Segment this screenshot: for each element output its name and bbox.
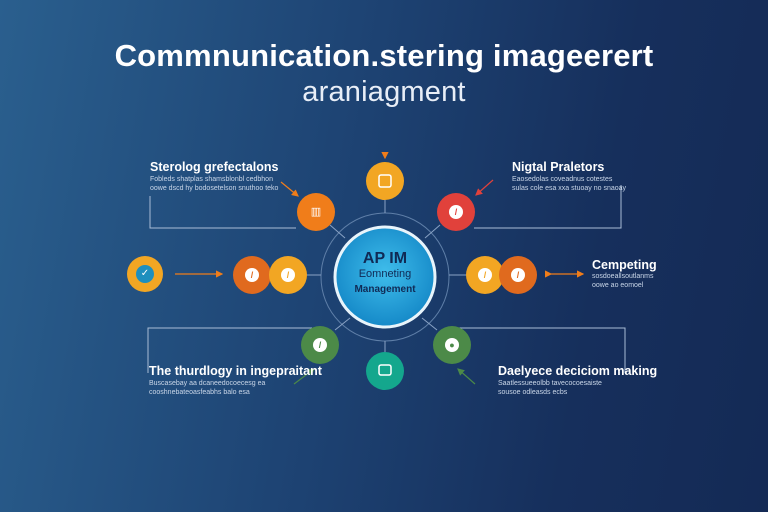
hub-subtitle: Eomneting bbox=[358, 268, 412, 280]
arrow-top-right bbox=[475, 179, 494, 196]
bulb-icon-right: / bbox=[483, 270, 487, 280]
chart-icon: ▥ bbox=[310, 206, 322, 218]
node-glyphs bbox=[245, 205, 525, 352]
label-mid-right-title: Cempeting bbox=[592, 258, 657, 272]
arrow-top-left bbox=[280, 181, 299, 197]
label-top-left-sub2: oowe dscd hy bodosetelson snuthoo teko bbox=[150, 185, 279, 192]
chat-icon: ● bbox=[449, 340, 455, 350]
node-bottom[interactable] bbox=[366, 352, 404, 390]
label-bottom-left-sub2: cooshnebateoasfeabhs balo esa bbox=[149, 389, 250, 396]
label-mid-right-sub1: sosdoeallsoutlanms bbox=[592, 273, 654, 280]
hub-circle bbox=[333, 225, 437, 329]
check-shield-icon: ✓ bbox=[140, 268, 150, 279]
label-top-right-sub1: Eaosedolas coveadnus cotestes bbox=[512, 176, 613, 183]
globe-icon: / bbox=[454, 207, 458, 217]
node-far-left[interactable] bbox=[127, 256, 163, 292]
label-mid-right-sub2: oowe ao eomoel bbox=[592, 282, 644, 289]
gear-icon: / bbox=[250, 270, 254, 280]
label-top-right-sub2: sulas cole esa xxa stuoay no snaoay bbox=[512, 185, 627, 192]
arrow-bottom-right bbox=[457, 368, 476, 385]
spokes bbox=[307, 200, 468, 352]
node-top[interactable] bbox=[366, 162, 404, 200]
diagram-subtitle: araniagment bbox=[302, 76, 466, 108]
label-bottom-right-sub2: sousoe odleasds ecbs bbox=[498, 389, 568, 396]
node-upper-left[interactable] bbox=[297, 193, 335, 231]
pen-icon: / bbox=[318, 340, 322, 350]
label-bottom-right-sub1: Saatlessueeolbb tavecocoesaiste bbox=[498, 380, 602, 387]
arrow-bottom-left bbox=[293, 368, 315, 385]
label-top-left-title: Sterolog grefectalons bbox=[150, 160, 279, 174]
hub-title: AP IM bbox=[362, 250, 408, 267]
bracket-lines bbox=[147, 185, 626, 373]
label-top-left-sub1: Fobleds shatplas shamsblonbl cedbhon bbox=[150, 176, 273, 183]
diagram-title: Commnunication.stering imageerert bbox=[114, 38, 654, 73]
label-top-right-title: Nigtal Praletors bbox=[512, 160, 605, 174]
label-bottom-left-sub1: Buscasebay aa dcaneedocoecesg ea bbox=[149, 380, 266, 387]
label-bottom-right-title: Daelyece deciciom making bbox=[498, 364, 658, 378]
hub-caption: Management bbox=[354, 284, 416, 295]
gear-icon-right: / bbox=[516, 270, 520, 280]
label-bottom-left-title: The thurdlogy in ingepraitant bbox=[149, 364, 322, 378]
bulb-icon: / bbox=[286, 270, 290, 280]
